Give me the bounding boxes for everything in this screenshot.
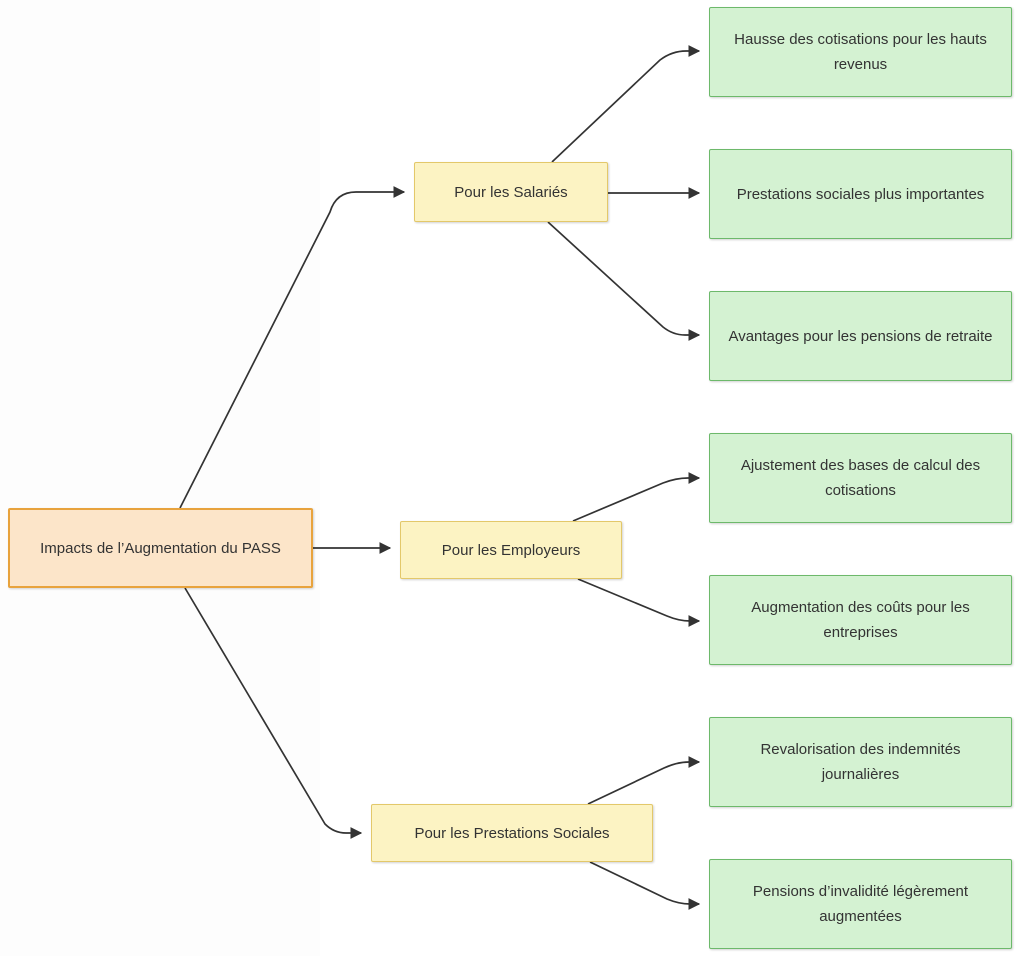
edge-salaries-to-leaf3: [547, 221, 701, 341]
node-leaf-pensions-invalidite[interactable]: Pensions d’invalidité légèrement augment…: [709, 859, 1012, 949]
edge-prestations-to-leaf6: [587, 756, 701, 805]
node-leaf-pensions-retraite[interactable]: Avantages pour les pensions de retraite: [709, 291, 1012, 381]
node-leaf-prestations-sociales[interactable]: Prestations sociales plus importantes: [709, 149, 1012, 239]
edge-prestations-to-leaf7: [589, 861, 701, 910]
node-branch-salaries-label: Pour les Salariés: [454, 183, 568, 201]
node-root-label: Impacts de l’Augmentation du PASS: [40, 539, 281, 557]
node-leaf-augmentation-couts-label: Augmentation des coûts pour les entrepri…: [751, 599, 970, 641]
node-root[interactable]: Impacts de l’Augmentation du PASS: [8, 508, 313, 588]
node-leaf-augmentation-couts[interactable]: Augmentation des coûts pour les entrepri…: [709, 575, 1012, 665]
node-leaf-ajustement-bases-label: Ajustement des bases de calcul des cotis…: [740, 457, 981, 499]
node-leaf-prestations-sociales-label: Prestations sociales plus importantes: [736, 185, 985, 203]
edge-employeurs-to-leaf4: [572, 472, 701, 522]
node-leaf-revalorisation-indemnites-label: Revalorisation des indemnités journalièr…: [760, 741, 961, 783]
node-branch-prestations-label: Pour les Prestations Sociales: [414, 824, 610, 842]
node-leaf-hausse-cotisations[interactable]: Hausse des cotisations pour les hauts re…: [709, 7, 1012, 97]
node-leaf-hausse-cotisations-label: Hausse des cotisations pour les hauts re…: [734, 31, 987, 73]
node-branch-salaries[interactable]: Pour les Salariés: [414, 162, 608, 222]
node-branch-employeurs-label: Pour les Employeurs: [441, 541, 581, 559]
background-panel: [0, 0, 320, 956]
node-leaf-pensions-invalidite-label: Pensions d’invalidité légèrement augment…: [752, 883, 969, 925]
node-branch-employeurs[interactable]: Pour les Employeurs: [400, 521, 622, 579]
edge-salaries-to-leaf1: [551, 45, 701, 163]
node-leaf-pensions-retraite-label: Avantages pour les pensions de retraite: [728, 327, 993, 345]
node-branch-prestations[interactable]: Pour les Prestations Sociales: [371, 804, 653, 862]
edge-employeurs-to-leaf5: [577, 578, 701, 627]
node-leaf-revalorisation-indemnites[interactable]: Revalorisation des indemnités journalièr…: [709, 717, 1012, 807]
node-leaf-ajustement-bases[interactable]: Ajustement des bases de calcul des cotis…: [709, 433, 1012, 523]
